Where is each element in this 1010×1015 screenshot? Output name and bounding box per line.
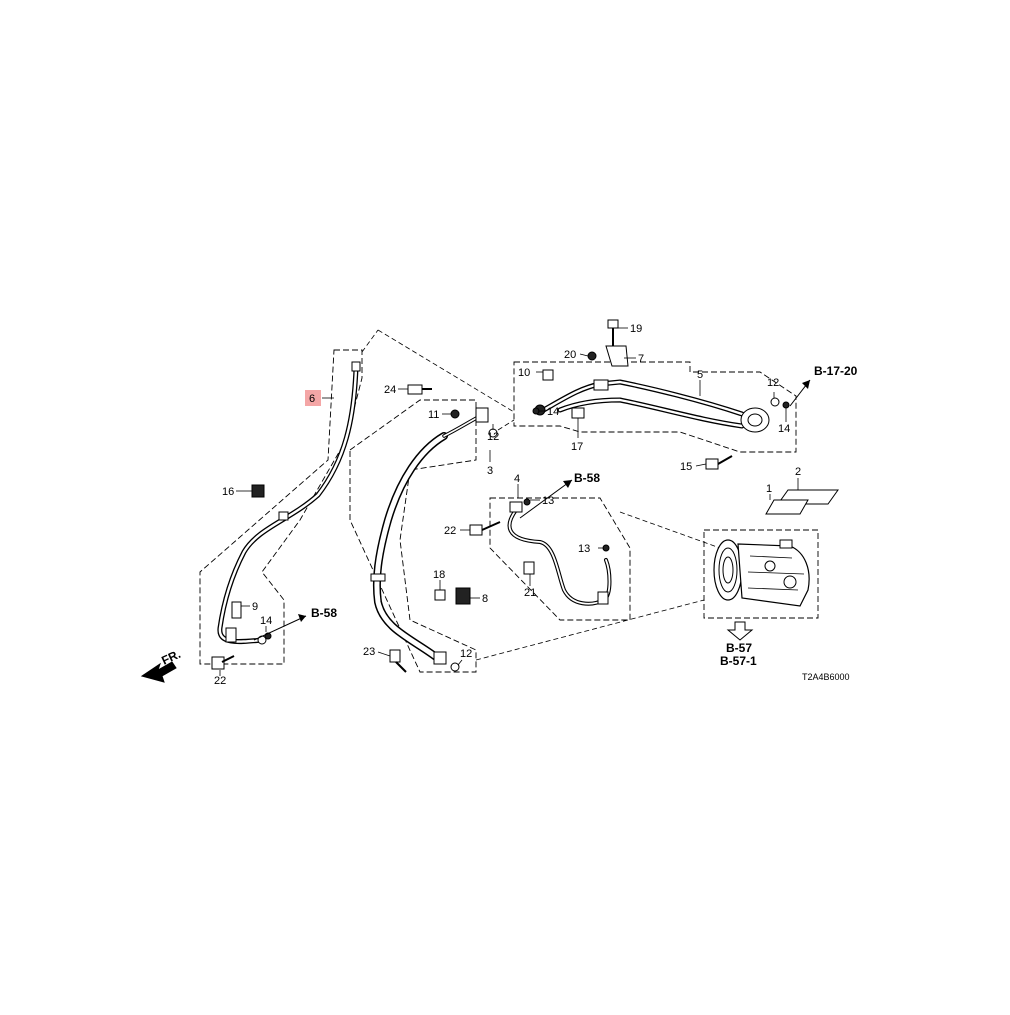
diagram-code: T2A4B6000: [802, 672, 850, 682]
cap-10: [542, 369, 554, 381]
oring-12-b: [770, 397, 780, 407]
group-outline-5: [513, 361, 797, 453]
leader-3-to-5: [497, 419, 515, 431]
callout-5: 5: [697, 369, 703, 381]
hose-3-end: [433, 651, 447, 665]
callout-3: 3: [487, 465, 493, 477]
callout-1: 1: [766, 483, 772, 495]
callout-15: 15: [680, 461, 692, 473]
callout-24: 24: [384, 384, 396, 396]
compressor-body: [737, 543, 810, 607]
bolt-19: [607, 319, 619, 346]
callout-18: 18: [433, 569, 445, 581]
callout-8: 8: [482, 593, 488, 605]
callout-20: 20: [564, 349, 576, 361]
callout-22a: 22: [444, 525, 456, 537]
ref-arrows: [253, 379, 811, 641]
callout-12a: 12: [487, 431, 499, 443]
bolt-22-b: [211, 655, 235, 670]
callout-19: 19: [630, 323, 642, 335]
callout-21: 21: [524, 587, 536, 599]
hose-3: [370, 407, 489, 665]
hose-3-band: [370, 573, 386, 582]
hose-4: [507, 501, 612, 606]
callout-13b: 13: [578, 543, 590, 555]
callout-11: 11: [428, 409, 439, 421]
oring-14-b: [782, 401, 790, 409]
hose-4-band: [597, 591, 609, 605]
callout-7: 7: [638, 353, 644, 365]
cap-21: [523, 561, 535, 575]
callout-4: 4: [514, 473, 520, 485]
callout-9: 9: [252, 601, 258, 613]
ref-b17-20: B-17-20: [814, 364, 858, 378]
oring-11: [450, 409, 460, 419]
group-outline-compressor: [703, 529, 819, 619]
hose-6-block: [225, 627, 237, 643]
callout-22b: 22: [214, 675, 226, 687]
ref-b57: B-57: [726, 641, 752, 655]
down-arrow-icon: [726, 621, 754, 641]
callout-14c: 14: [260, 615, 272, 627]
leader-4-to-compressor: [619, 511, 721, 549]
oring-13-a: [523, 498, 531, 506]
callout-14a: 14: [547, 406, 559, 418]
hose-6-clamp: [278, 511, 289, 521]
pipe-5-clip: [593, 379, 609, 391]
ref-b58-left: B-58: [311, 606, 337, 620]
cap-18: [434, 589, 446, 601]
reference-labels: B-58 B-58 B-17-20 B-57 B-57-1 FR. T2A4B6…: [159, 364, 857, 682]
switch-9: [231, 601, 242, 619]
callout-13a: 13: [542, 495, 554, 507]
callout-labels: 6 16 24 11 12 3 10 14 17 19 20 7 5 12 14…: [214, 323, 801, 687]
hose-6: [217, 361, 361, 645]
callout-2: 2: [795, 466, 801, 478]
label-plates: [765, 489, 839, 515]
bracket-7: [605, 345, 629, 367]
nut-20: [587, 351, 597, 361]
group-outline-6: [199, 349, 363, 665]
callout-6: 6: [309, 393, 315, 405]
plate-1: [765, 499, 809, 515]
hose-6-end-fitting: [351, 361, 361, 372]
group-outline-3: [349, 399, 477, 673]
callout-leaders: [219, 327, 799, 676]
pipe-5: [534, 379, 770, 433]
ref-b57-1: B-57-1: [720, 654, 757, 668]
callout-14b: 14: [778, 423, 790, 435]
callout-23: 23: [363, 646, 375, 658]
bolt-23: [389, 649, 407, 673]
callout-12b: 12: [767, 377, 779, 389]
switch-8: [455, 587, 471, 605]
leader-6-top: [361, 329, 379, 353]
leader-6-to-5: [377, 329, 515, 413]
hose-3-block: [475, 407, 489, 423]
pipe-5-flange-hole: [747, 413, 763, 427]
front-arrow-icon: [140, 661, 177, 683]
callout-17: 17: [571, 441, 583, 453]
callout-12c: 12: [460, 648, 472, 660]
callout-16: 16: [222, 486, 234, 498]
hose-4-end: [509, 501, 523, 513]
highlight-6: [305, 390, 321, 406]
group-outline-4: [489, 497, 631, 621]
ref-b58-mid: B-58: [574, 471, 600, 485]
leader-3-to-compressor: [475, 599, 705, 661]
clip-17: [571, 407, 585, 419]
compressor: [713, 539, 810, 607]
front-label: FR.: [159, 647, 182, 668]
bolt-22-a: [469, 521, 501, 536]
bolt-24: [407, 384, 432, 395]
oring-12-c: [450, 662, 460, 672]
clip-16: [251, 484, 265, 498]
callout-10: 10: [518, 367, 530, 379]
bolt-15: [705, 455, 733, 470]
